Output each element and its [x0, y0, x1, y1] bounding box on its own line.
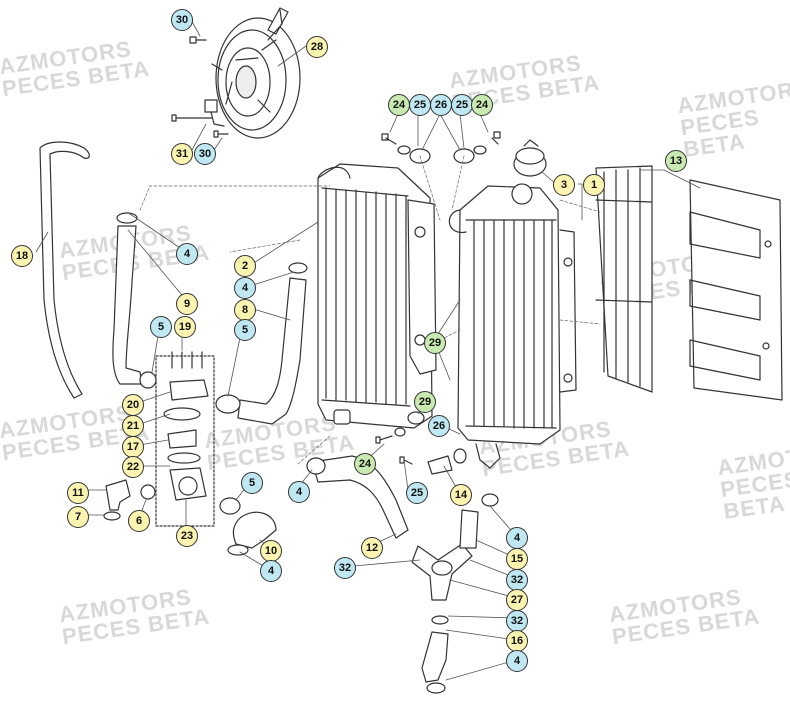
callout-25: 25	[409, 94, 431, 116]
callout-19: 19	[174, 316, 196, 338]
callout-32: 32	[506, 569, 528, 591]
callout-2: 2	[234, 255, 256, 277]
callout-30: 30	[194, 143, 216, 165]
callout-16: 16	[506, 630, 528, 652]
callout-13: 13	[665, 150, 687, 172]
callout-4: 4	[506, 650, 528, 672]
callout-14: 14	[450, 484, 472, 506]
radiator-cap-icon	[513, 139, 547, 177]
elbow-hose-icon	[232, 511, 277, 549]
callout-4: 4	[176, 243, 198, 265]
callout-29: 29	[414, 391, 436, 413]
right-radiator-icon	[448, 183, 577, 469]
callout-32: 32	[334, 557, 356, 579]
callout-28: 28	[306, 36, 328, 58]
callout-3: 3	[553, 174, 575, 196]
left-radiator-icon	[317, 163, 437, 429]
callout-24: 24	[354, 453, 376, 475]
callout-10: 10	[260, 540, 282, 562]
callout-20: 20	[122, 394, 144, 416]
callout-30: 30	[171, 9, 193, 31]
callout-24: 24	[471, 94, 493, 116]
callout-12: 12	[361, 537, 383, 559]
y-connector-icon	[411, 543, 473, 601]
callout-9: 9	[176, 293, 198, 315]
callout-26: 26	[430, 94, 452, 116]
callout-17: 17	[122, 436, 144, 458]
callout-11: 11	[67, 482, 89, 504]
upper-hose-icon	[112, 225, 143, 385]
thermostat-housing-icon	[155, 351, 215, 527]
bottom-hose-icon	[421, 631, 449, 683]
callout-4: 4	[288, 481, 310, 503]
callout-8: 8	[234, 299, 256, 321]
callout-15: 15	[506, 548, 528, 570]
callout-4: 4	[260, 560, 282, 582]
callout-21: 21	[122, 415, 144, 437]
radiator-guard-icon	[595, 165, 783, 401]
callout-24: 24	[388, 94, 410, 116]
overflow-hose-icon	[39, 141, 90, 399]
fan-icon	[204, 7, 301, 139]
callout-25: 25	[451, 94, 473, 116]
callout-32: 32	[506, 610, 528, 632]
callout-5: 5	[241, 472, 263, 494]
callout-7: 7	[67, 506, 89, 528]
radiator-hose-icon	[237, 277, 307, 425]
callout-5: 5	[150, 316, 172, 338]
callout-26: 26	[428, 415, 450, 437]
callout-23: 23	[176, 525, 198, 547]
callout-6: 6	[128, 510, 150, 532]
callout-25: 25	[406, 482, 428, 504]
callout-4: 4	[234, 277, 256, 299]
callout-29: 29	[424, 332, 446, 354]
callout-27: 27	[506, 589, 528, 611]
callout-31: 31	[171, 143, 193, 165]
callout-4: 4	[506, 527, 528, 549]
callout-18: 18	[11, 245, 33, 267]
callout-5: 5	[234, 319, 256, 341]
callout-1: 1	[583, 174, 605, 196]
callout-22: 22	[122, 456, 144, 478]
